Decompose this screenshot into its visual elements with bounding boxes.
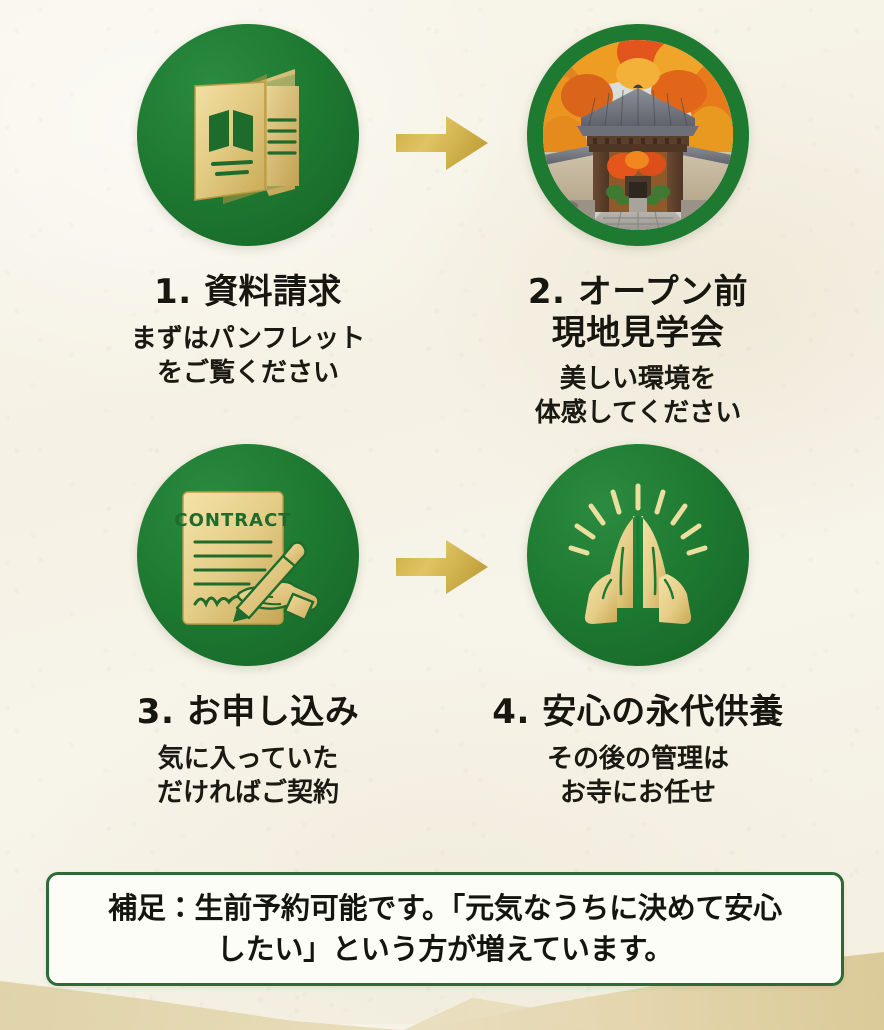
step-card-1: 1. 資料請求 まずはパンフレット をご覧ください xyxy=(58,24,438,391)
right-arrow-icon xyxy=(396,540,488,594)
step-1-title: 1. 資料請求 xyxy=(58,272,438,313)
step-4-subtitle-line-2: お寺にお任せ xyxy=(559,778,716,809)
step-card-4: 4. 安心の永代供養 その後の管理は お寺にお任せ xyxy=(448,444,828,811)
arrow-step3-to-step4 xyxy=(394,536,490,598)
step-4-icon-wrap xyxy=(448,444,828,666)
praying-hands-icon-circle xyxy=(527,444,749,666)
step-3-subtitle-line-2: だければご契約 xyxy=(156,778,339,809)
right-arrow-icon xyxy=(396,116,488,170)
temple-gate-illustration xyxy=(543,40,733,230)
step-2-title-line-1: 2. オープン前 xyxy=(527,272,749,312)
step-2-icon-wrap xyxy=(448,24,828,246)
temple-photo xyxy=(543,40,733,230)
step-card-2: 2. オープン前 現地見学会 美しい環境を 体感してください xyxy=(448,24,828,431)
step-1-subtitle-line-2: をご覧ください xyxy=(156,358,339,389)
arrow-step1-to-step2 xyxy=(394,112,490,174)
temple-photo-circle xyxy=(527,24,749,246)
steps-flow: 1. 資料請求 まずはパンフレット をご覧ください xyxy=(58,24,828,811)
step-2-subtitle-line-2: 体感してください xyxy=(534,397,742,428)
step-4-title-line-1: 4. 安心の永代供養 xyxy=(492,692,784,732)
step-1-subtitle: まずはパンフレット をご覧ください xyxy=(58,323,438,391)
step-3-title-line-1: 3. お申し込み xyxy=(136,692,360,732)
step-4-subtitle: その後の管理は お寺にお任せ xyxy=(448,743,828,811)
step-3-subtitle-line-1: 気に入っていた xyxy=(157,744,339,775)
note-line-1: 補足：生前予約可能です。「元気なうちに決めて安心 xyxy=(108,890,782,925)
step-3-subtitle: 気に入っていた だければご契約 xyxy=(58,743,438,811)
step-1-title-line-1: 1. 資料請求 xyxy=(154,272,342,312)
brochure-icon-circle xyxy=(137,24,359,246)
praying-hands-icon xyxy=(568,483,708,624)
step-1-subtitle-line-1: まずはパンフレット xyxy=(130,324,366,355)
step-2-title: 2. オープン前 現地見学会 xyxy=(448,272,828,355)
contract-signing-icon-circle: CONTRACT xyxy=(137,444,359,666)
step-2-title-line-2: 現地見学会 xyxy=(551,313,725,354)
step-1-icon-wrap xyxy=(58,24,438,246)
step-card-3: CONTRACT xyxy=(58,444,438,811)
step-4-title: 4. 安心の永代供養 xyxy=(448,692,828,733)
contract-signing-icon: CONTRACT xyxy=(174,491,320,625)
supplementary-note-box: 補足：生前予約可能です。「元気なうちに決めて安心 したい」という方が増えています… xyxy=(46,872,844,986)
contract-document-text: CONTRACT xyxy=(174,510,291,531)
supplementary-note-text: 補足：生前予約可能です。「元気なうちに決めて安心 したい」という方が増えています… xyxy=(90,888,800,970)
step-2-subtitle-line-1: 美しい環境を xyxy=(559,363,716,394)
step-4-subtitle-line-1: その後の管理は xyxy=(546,744,729,775)
step-3-icon-wrap: CONTRACT xyxy=(58,444,438,666)
brochure-icon xyxy=(194,69,299,204)
note-line-2: したい」という方が増えています。 xyxy=(216,932,674,966)
step-3-title: 3. お申し込み xyxy=(58,692,438,733)
step-2-subtitle: 美しい環境を 体感してください xyxy=(448,363,828,431)
